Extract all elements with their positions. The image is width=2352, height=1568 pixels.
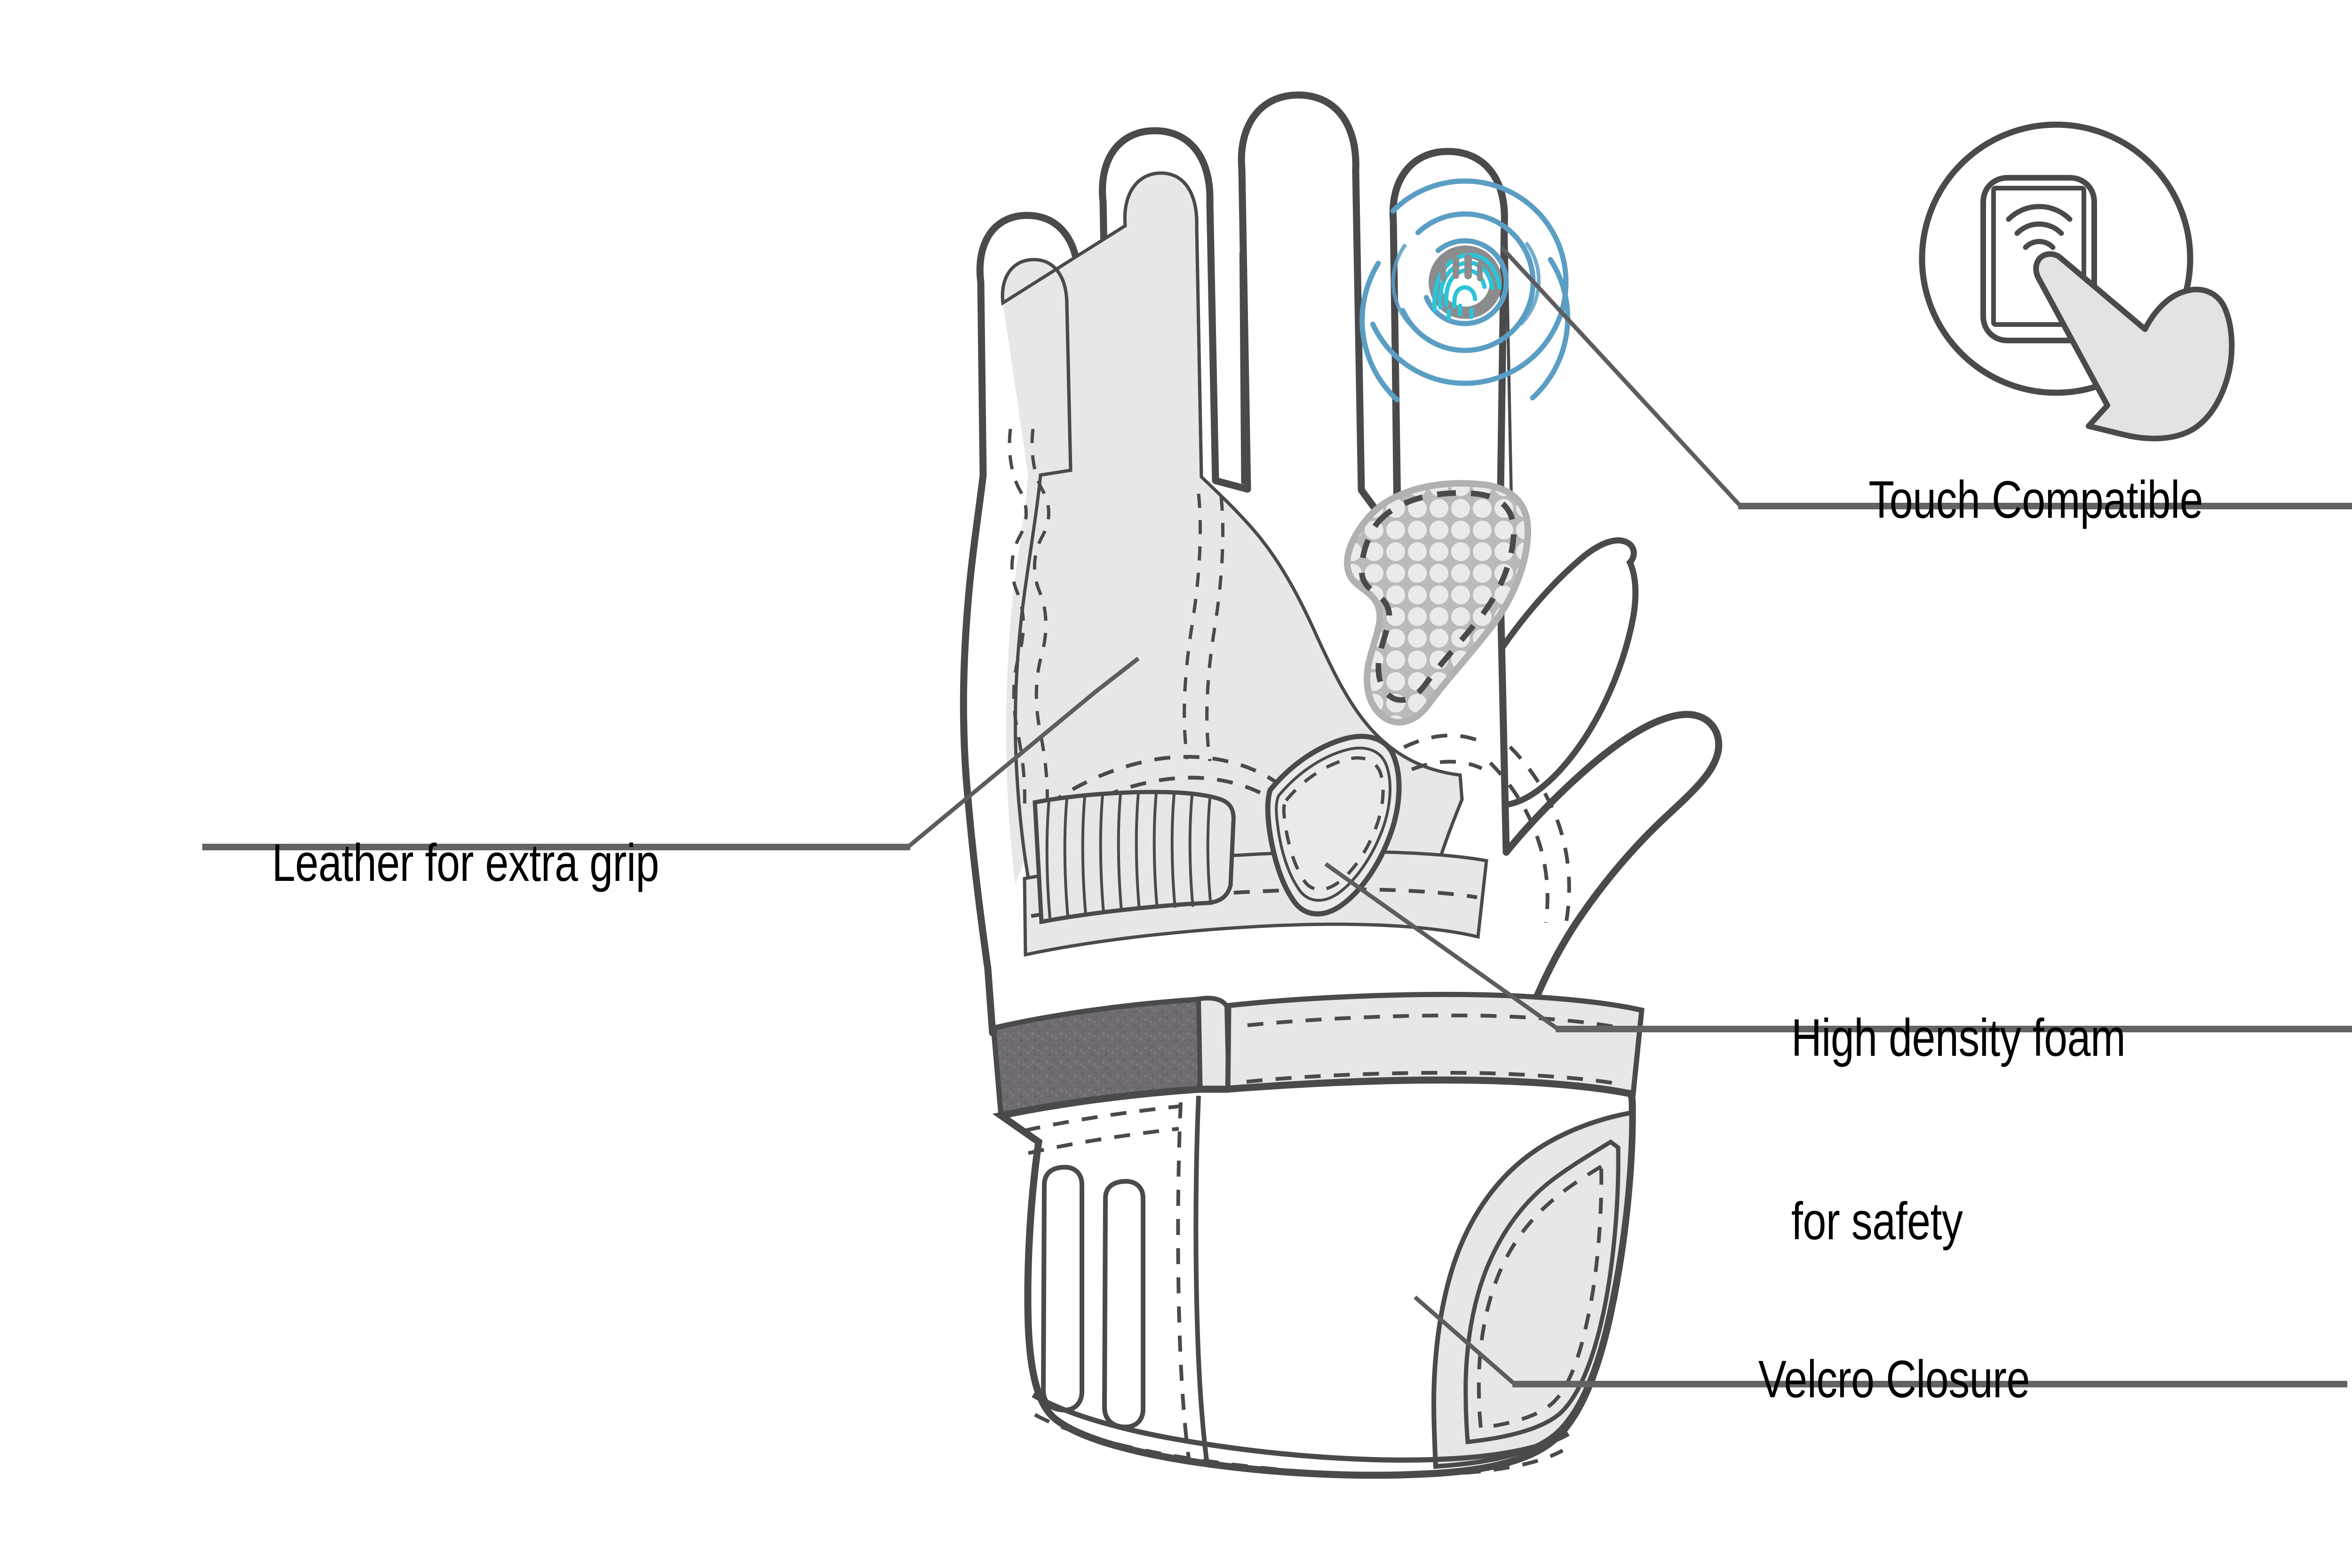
wrist-strap — [1196, 991, 1645, 1106]
cuff-slot-1 — [1041, 1164, 1084, 1413]
pointing-hand-icon — [2033, 251, 2235, 442]
callout-text-line: Velcro Closure — [1758, 1349, 2030, 1409]
leader-touch-compatible — [1500, 245, 1742, 508]
knuckle-pad-stitch — [1359, 490, 1517, 703]
ripple-ring-2 — [1394, 211, 1536, 353]
cuff-seam-left — [1193, 1095, 1209, 1464]
foam-pad-outline — [1265, 734, 1402, 917]
callout-text-line: Touch Compatible — [1868, 470, 2203, 529]
stitch-center-seam-2 — [1205, 496, 1225, 761]
glove-palm — [960, 91, 1723, 1037]
strap-tab — [1196, 996, 1232, 1101]
callout-text-line: High density foam — [1791, 1008, 2126, 1067]
leader-velcro-closure — [1414, 1295, 1516, 1386]
palm-leather-edge — [1001, 258, 1073, 471]
knuckle-pad-fill — [1344, 480, 1532, 726]
ribbed-palm-panel — [1033, 790, 1236, 925]
callout-label-velcro-closure: Velcro Closure — [1712, 1288, 2030, 1471]
callout-label-high-density-foam: High density foam for safety — [1791, 885, 2126, 1374]
cuff-seam-left-stitch — [1176, 1102, 1191, 1462]
stitch-little-finger-2 — [1030, 428, 1050, 808]
leader-high-density-foam — [1324, 862, 1559, 1031]
palm-leather-edge-2 — [1123, 171, 1203, 477]
cuff-top-stitch-2 — [1028, 1127, 1179, 1155]
stitch-little-finger — [1008, 428, 1028, 808]
callout-text-line: Leather for extra grip — [271, 833, 659, 892]
strap-stitch — [1247, 1014, 1626, 1031]
cuff — [992, 1076, 1636, 1479]
callout-label-touch-compatible: Touch Compatible — [1823, 408, 2203, 592]
ripple-outer-right — [1530, 257, 1571, 401]
strap-stitch-2 — [1246, 1070, 1622, 1086]
cuff-hem — [1032, 1393, 1570, 1463]
foam-pad — [1265, 734, 1402, 917]
cuff-hem-stitch — [1034, 1413, 1564, 1477]
fingerprint-ridges — [1432, 253, 1502, 320]
foam-pad-inner-ring — [1275, 746, 1392, 902]
callout-leaders — [202, 245, 2352, 1387]
fingerprint-sensor-icon — [1359, 178, 1571, 403]
wifi-waves-icon — [2006, 204, 2073, 250]
ripple-outer-left — [1359, 261, 1400, 403]
touch-compatible-icon — [1919, 121, 2235, 442]
cuff-velcro-stitch — [1477, 1163, 1604, 1430]
callout-label-leather-grip: Leather for extra grip — [226, 771, 659, 955]
callout-text-line: for safety — [1791, 1191, 1963, 1251]
cuff-velcro-patch — [1463, 1139, 1621, 1444]
cuff-slot-2 — [1102, 1179, 1145, 1430]
ripple-ring-1 — [1361, 178, 1569, 386]
stitch-thumb-seam-2 — [1509, 745, 1571, 921]
cuff-top-stitch — [1024, 1104, 1181, 1132]
leader-leather-grip — [906, 657, 1140, 849]
ripple-ring-3 — [1421, 238, 1509, 326]
fingerprint-bars — [1440, 254, 1483, 281]
foam-pad-stitch — [1282, 756, 1385, 891]
cuff-slots — [1041, 1164, 1145, 1430]
stitch-palm-v — [1304, 733, 1483, 833]
textured-knuckle-pad — [1344, 480, 1532, 726]
stitch-thumb-seam — [1489, 761, 1549, 923]
ripple-inner-left-arc — [1391, 243, 1412, 326]
stitch-center-seam — [1183, 493, 1202, 760]
